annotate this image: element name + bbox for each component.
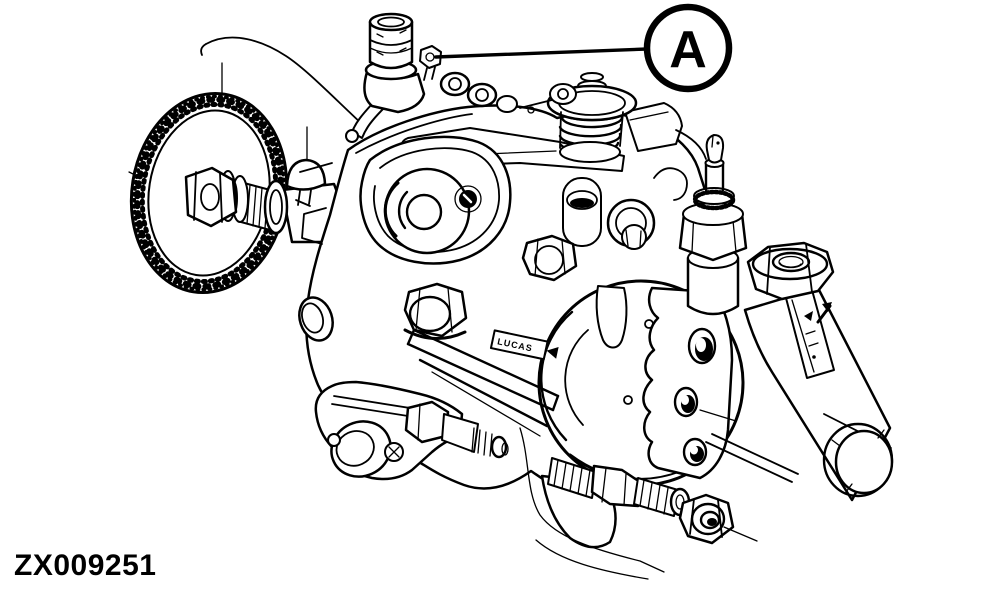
oval-boss	[298, 296, 334, 342]
callout-a: A	[434, 3, 733, 93]
drive-shaft-nut	[184, 166, 238, 228]
advance-spring-assembly	[546, 72, 707, 163]
union-stud	[547, 457, 691, 517]
flange-nut	[678, 493, 735, 545]
inlet-nipple	[441, 413, 479, 453]
cylinder-hex-nut	[746, 241, 835, 301]
head-cylinder	[705, 286, 894, 502]
stop-solenoid	[345, 12, 577, 143]
front-cover-plate	[359, 135, 512, 265]
banjo-bolt	[419, 45, 442, 81]
callout-a-label: A	[669, 21, 707, 79]
bleed-fitting	[678, 134, 748, 316]
brand-plate: LUCAS	[489, 329, 559, 361]
side-bracket	[624, 102, 683, 152]
brand-plate-arrow-icon	[546, 347, 559, 359]
body-details	[298, 177, 656, 342]
wire-curl	[653, 167, 688, 201]
leader-lines-bottom	[519, 427, 758, 580]
strip-arrow-icon	[822, 302, 832, 312]
callout-a-circle	[643, 3, 733, 93]
cylinder-end-cap	[822, 422, 894, 498]
banjo-fittings	[439, 71, 577, 113]
solenoid-wire	[200, 36, 363, 125]
bleed-screw	[705, 134, 725, 164]
direction-label-strip	[785, 289, 835, 379]
governor-arm	[595, 285, 628, 349]
boss-capsule	[562, 177, 602, 247]
outlet-flange	[623, 279, 737, 480]
solenoid-cap	[368, 12, 414, 70]
bottom-rails	[406, 328, 560, 437]
elbow-pipe	[351, 103, 385, 139]
pump-boss	[330, 420, 392, 478]
hex-plug-small	[521, 234, 578, 282]
figure-code: ZX009251	[14, 549, 156, 582]
transfer-pump-assembly	[314, 380, 509, 481]
shaft-flange-washer	[263, 179, 289, 235]
callout-a-leader-line	[434, 47, 649, 59]
